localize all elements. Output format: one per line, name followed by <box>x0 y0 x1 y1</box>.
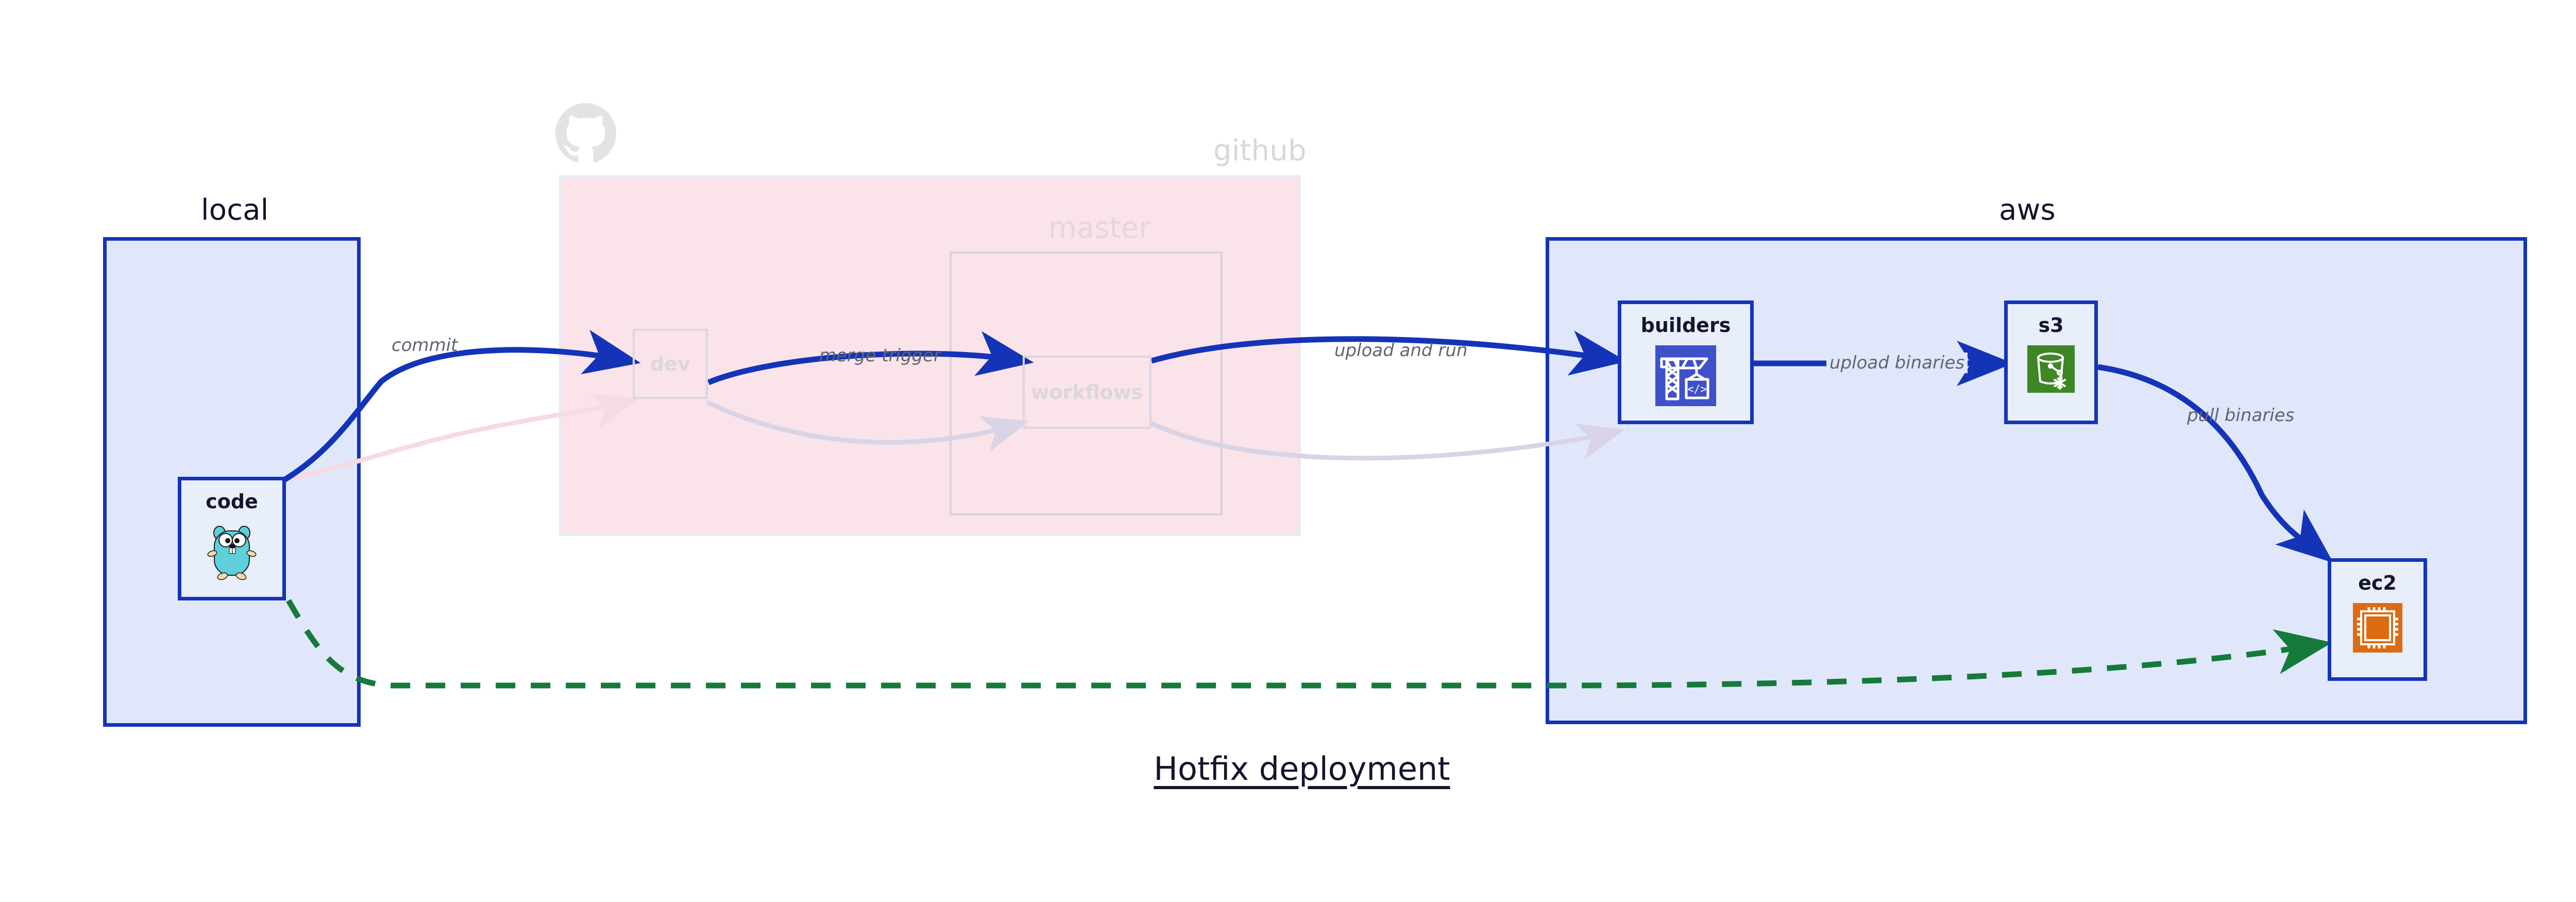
edge-label-merge-trigger: merge trigger <box>819 345 941 366</box>
node-dev[interactable]: dev <box>633 329 708 399</box>
node-title-builders: builders <box>1640 314 1731 337</box>
svg-text:</>: </> <box>1687 383 1707 395</box>
node-title-workflows: workflows <box>1031 381 1143 404</box>
node-title-dev: dev <box>650 353 690 375</box>
node-title-s3: s3 <box>2038 314 2064 337</box>
group-master <box>950 252 1223 515</box>
node-builders[interactable]: builders < <box>1618 300 1754 424</box>
edge-merge-trigger <box>707 331 1034 386</box>
edge-hotfix-direct <box>286 599 2332 689</box>
edge-upload-and-run <box>1150 330 1627 376</box>
github-octocat-icon <box>555 103 616 163</box>
node-workflows[interactable]: workflows <box>1023 356 1151 429</box>
edge-faded-dev-workflows <box>706 399 1029 452</box>
edge-pull-binaries <box>2097 364 2334 563</box>
edge-commit <box>279 329 641 485</box>
go-gopher-icon <box>206 522 258 584</box>
group-label-github: github <box>1213 134 1307 168</box>
group-label-master: master <box>1048 211 1151 245</box>
edge-label-commit: commit <box>392 335 458 356</box>
node-title-code: code <box>206 490 258 513</box>
edge-label-pull-binaries: pull binaries <box>2187 405 2295 426</box>
cpu-chip-icon <box>2352 603 2402 655</box>
edge-faded-workflows-builders <box>1149 420 1625 461</box>
bucket-snowflake-icon <box>2027 345 2075 395</box>
diagram-title: Hotfix deployment <box>1154 750 1450 788</box>
node-code[interactable]: code <box>178 477 286 600</box>
node-s3[interactable]: s3 <box>2004 300 2098 424</box>
group-label-aws: aws <box>1999 193 2056 227</box>
group-label-local: local <box>201 193 269 227</box>
edge-label-upload-binaries: upload binaries <box>1826 353 1968 373</box>
edge-label-upload-and-run: upload and run <box>1334 340 1468 361</box>
edge-faded-code-dev <box>267 393 639 487</box>
crane-code-icon: </> <box>1655 345 1716 408</box>
node-ec2[interactable]: ec2 <box>2328 558 2427 681</box>
node-title-ec2: ec2 <box>2358 572 2397 594</box>
